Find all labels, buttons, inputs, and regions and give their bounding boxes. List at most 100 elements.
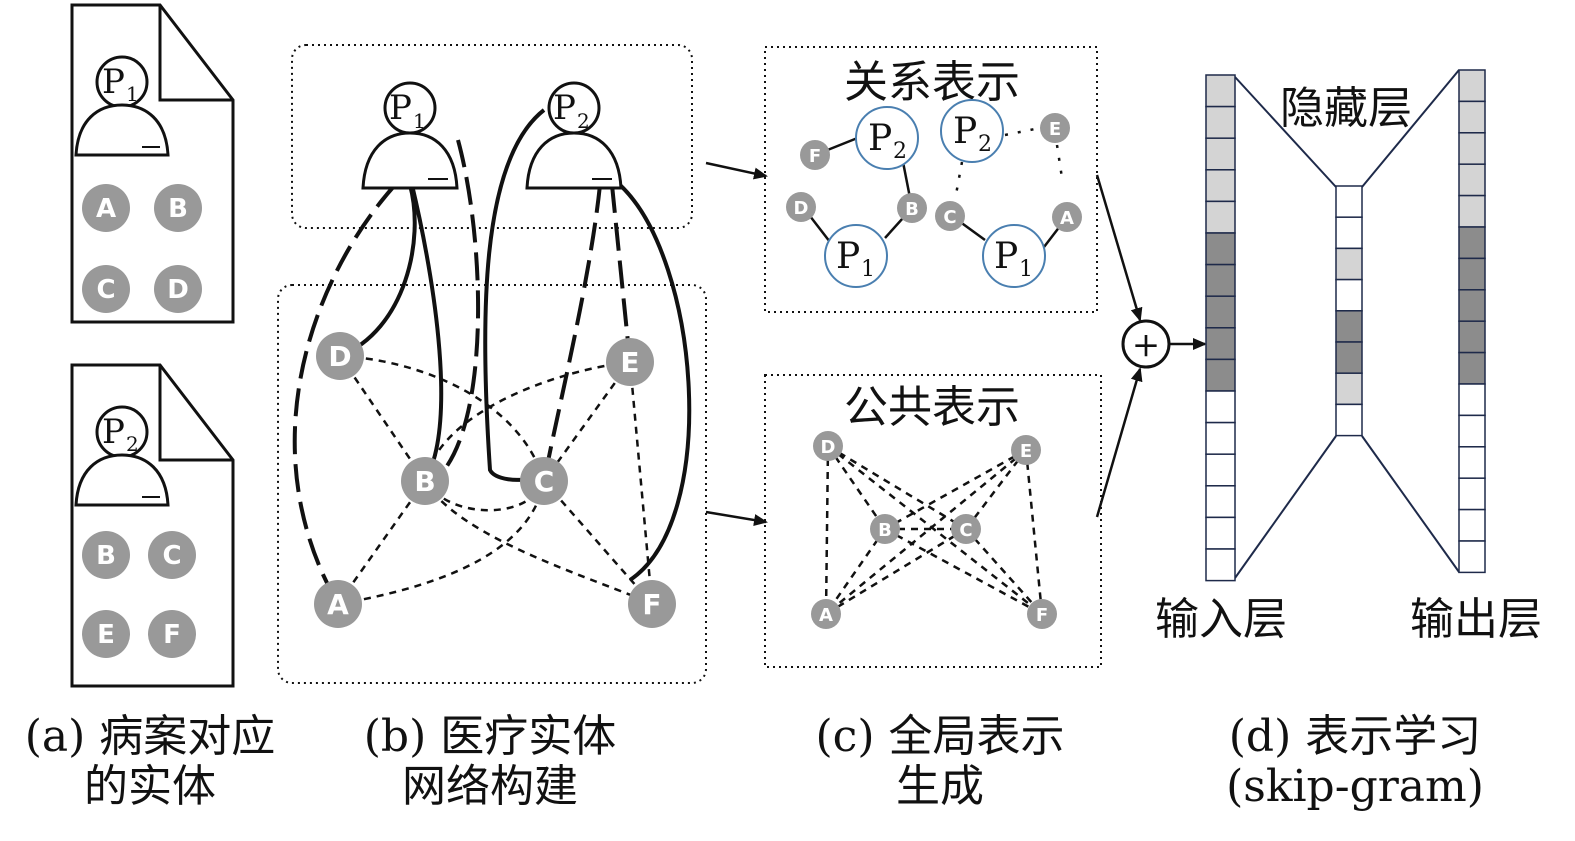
vector-cell	[1335, 403, 1363, 437]
svg-text:A: A	[1060, 208, 1074, 229]
svg-text:E: E	[1049, 119, 1061, 140]
svg-text:A: A	[327, 588, 349, 621]
caption-c-line2: 生成	[896, 761, 984, 812]
hidden-layer-label: 隐藏层	[1280, 83, 1412, 134]
svg-text:1: 1	[861, 257, 875, 282]
patient-subscript: 2	[577, 109, 590, 133]
svg-text:D: D	[794, 198, 809, 219]
vector-cell	[1335, 185, 1363, 218]
vector-cell	[1458, 446, 1486, 479]
vector-cell	[1458, 540, 1486, 574]
patient-subscript: 1	[413, 109, 426, 133]
entity-node: C	[520, 457, 568, 505]
patient-icon: P 1	[361, 81, 459, 190]
relation-representation-title: 关系表示	[844, 57, 1020, 108]
entity-cooccurrence-edges	[336, 354, 654, 606]
vector-cell	[1335, 310, 1363, 343]
panel-a: P 1 A B C D P 2 B C E F	[70, 3, 235, 688]
svg-text:E: E	[620, 346, 639, 379]
common-representation-box	[764, 374, 1102, 668]
vector-cell	[1458, 351, 1486, 385]
entity-node: B	[154, 184, 202, 232]
vector-cell	[1205, 105, 1236, 139]
entity-node: F	[148, 610, 196, 658]
entity-node: C	[82, 265, 130, 313]
entity-node: E	[1040, 113, 1070, 143]
entity-node: A	[811, 599, 841, 629]
entity-node: A	[314, 580, 362, 628]
vector-cell	[1205, 421, 1236, 455]
vector-cell	[1458, 257, 1486, 291]
patient-node: P 1	[824, 224, 888, 288]
vector-cell	[1205, 548, 1236, 582]
entity-node: D	[154, 265, 202, 313]
vector-cell	[1205, 485, 1236, 519]
relation-graph-left: P 2 P 1 F D B	[786, 106, 927, 288]
panel-b: P 1 P 2 D E B C A F	[277, 44, 707, 684]
caption-d: (d) 表示学习 (skip-gram)	[1185, 712, 1525, 812]
vector-cell	[1335, 341, 1363, 374]
svg-text:1: 1	[1019, 257, 1033, 282]
vector-cell	[1335, 216, 1363, 250]
caption-a-line1: (a) 病案对应	[24, 711, 276, 762]
svg-text:B: B	[414, 465, 435, 498]
entity-node: A	[82, 184, 130, 232]
caption-b: (b) 医疗实体 网络构建	[330, 712, 650, 812]
sum-operator: +	[1121, 319, 1171, 369]
svg-text:P: P	[868, 118, 892, 159]
svg-text:F: F	[163, 620, 181, 650]
vector-cell	[1458, 69, 1486, 103]
vector-cell	[1335, 372, 1363, 406]
entity-node: A	[1052, 202, 1082, 232]
svg-text:C: C	[959, 520, 972, 541]
patient-label: P	[102, 412, 125, 452]
vector-cell	[1335, 278, 1363, 312]
vector-cell	[1458, 320, 1486, 354]
vector-cell	[1458, 132, 1486, 165]
svg-text:P: P	[953, 111, 977, 152]
vector-cell	[1205, 516, 1236, 550]
caption-a-line2: 的实体	[84, 761, 216, 812]
vector-cell	[1205, 295, 1236, 329]
svg-text:A: A	[96, 194, 116, 224]
caption-d-line1: (d) 表示学习	[1228, 711, 1482, 762]
vector-cell	[1205, 74, 1236, 108]
svg-text:D: D	[167, 275, 189, 305]
entity-node: E	[606, 338, 654, 386]
vector-cell	[1205, 453, 1236, 487]
patient-subscript: 2	[126, 432, 139, 456]
flow-arrows-b-to-c	[705, 161, 768, 526]
relation-graph-right: P 2 P 1 E C A	[935, 99, 1082, 288]
vector-cell	[1458, 508, 1486, 542]
input-layer-vector	[1205, 74, 1236, 582]
patient-subscript: 1	[126, 82, 139, 106]
vector-cell	[1458, 477, 1486, 511]
caption-b-line2: 网络构建	[402, 761, 578, 812]
svg-text:+: +	[1132, 325, 1161, 365]
svg-text:2: 2	[978, 132, 992, 157]
entity-node: D	[316, 332, 364, 380]
caption-d-line2: (skip-gram)	[1226, 761, 1484, 812]
svg-text:A: A	[819, 605, 833, 626]
vector-cell	[1458, 100, 1486, 134]
entity-node: B	[401, 457, 449, 505]
patient-label: P	[389, 88, 412, 128]
caption-c: (c) 全局表示 生成	[780, 712, 1100, 812]
vector-cell	[1205, 327, 1236, 361]
svg-text:B: B	[905, 199, 919, 220]
patient-label: P	[553, 88, 576, 128]
vector-cell	[1205, 390, 1236, 424]
entity-node: D	[813, 431, 843, 461]
vector-cell	[1458, 163, 1486, 197]
patient-entity-edges	[292, 108, 692, 605]
vector-cell	[1458, 383, 1486, 417]
common-representation-title: 公共表示	[844, 382, 1020, 433]
panel-d: 隐藏层 输入层 输出层	[1155, 69, 1542, 645]
entity-node: F	[628, 580, 676, 628]
patient-icon: P 1	[74, 55, 170, 157]
entity-node: F	[800, 140, 830, 170]
patient-node: P 1	[982, 224, 1046, 288]
entity-node: D	[786, 192, 816, 222]
svg-text:P: P	[994, 236, 1018, 277]
hidden-layer-vector	[1335, 185, 1363, 437]
